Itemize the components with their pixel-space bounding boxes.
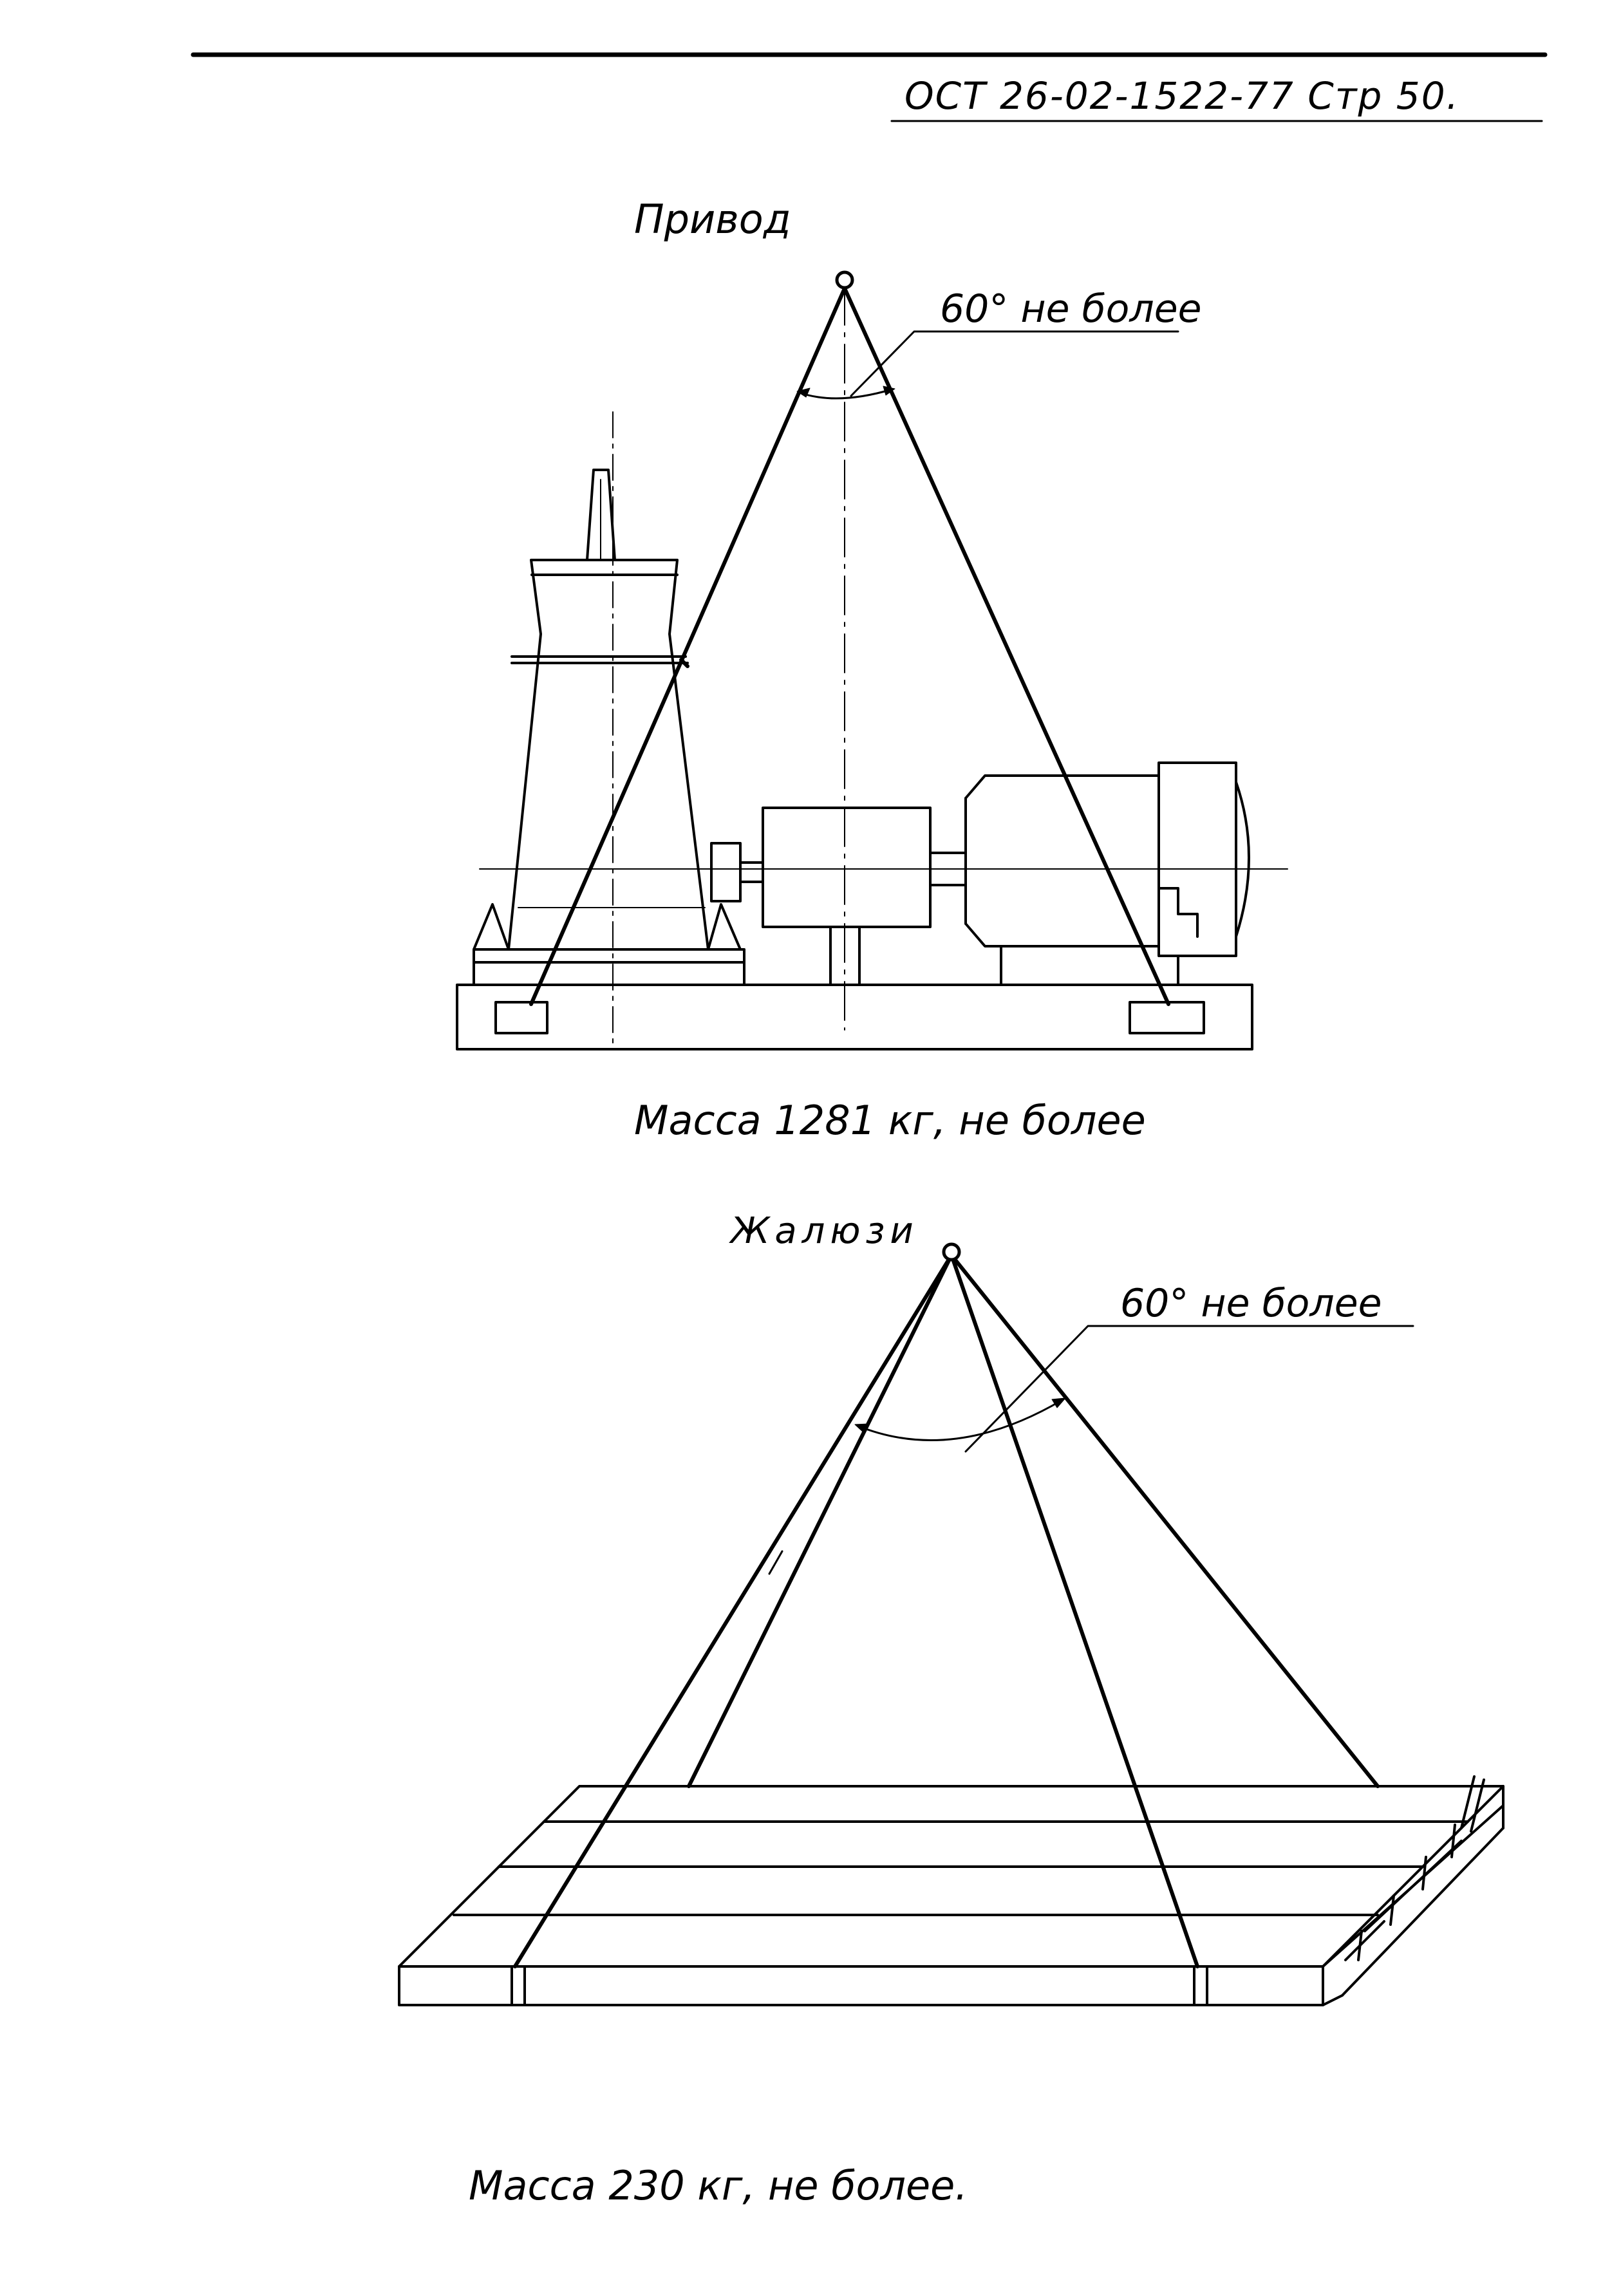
- louvers-sling-3: [950, 1253, 1199, 1968]
- drive-sling-left: [529, 286, 847, 1006]
- louvers-sling-ghost: [768, 1550, 783, 1575]
- drive-angle-leader: [850, 330, 1179, 397]
- drive-base-right-pocket: [1129, 1001, 1205, 1034]
- drive-mass-note: Масса 1281 кг, не более: [634, 1097, 1146, 1144]
- louvers-angle-note: 60° не более: [1120, 1281, 1382, 1326]
- louvers-mass-note: Масса 230 кг, не более.: [469, 2162, 968, 2209]
- drive-figure-title: Привод: [634, 196, 791, 243]
- louvers-sling-2: [687, 1253, 953, 1788]
- coupling: [762, 807, 967, 986]
- drive-sling-right: [843, 286, 1170, 1006]
- drive-base-left-pocket: [494, 1001, 548, 1034]
- drive-angle-note: 60° не более: [940, 286, 1202, 331]
- drive-sling-tie: [679, 658, 689, 668]
- gearbox: [473, 411, 764, 1050]
- louvers-angle-leader: [964, 1325, 1414, 1453]
- drive-hook: [835, 270, 854, 290]
- document-reference: ОСТ 26-02-1522-77 Стр 50.: [904, 74, 1460, 118]
- louvers-figure: [398, 1242, 1504, 2006]
- louvers-hook: [942, 1242, 961, 1262]
- drive-figure: [456, 270, 1288, 1050]
- louvers-figure-title: Жалюзи: [731, 1210, 919, 1252]
- electric-motor: [964, 761, 1250, 986]
- louvers-angle-arc: [856, 1399, 1064, 1441]
- louver-panel: [398, 1775, 1504, 2006]
- drive-angle-arc: [798, 388, 893, 400]
- louvers-sling-4: [950, 1253, 1380, 1788]
- drive-base-frame: [456, 984, 1253, 1050]
- louvers-sling-1: [513, 1253, 953, 1968]
